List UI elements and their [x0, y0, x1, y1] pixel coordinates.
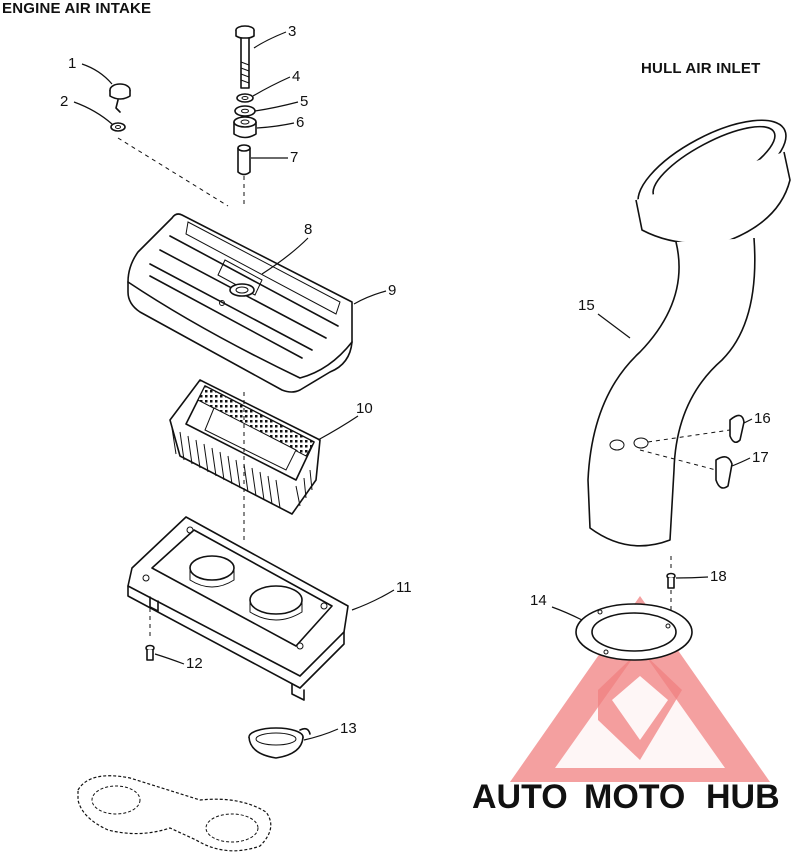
svg-text:8: 8 [304, 221, 312, 238]
part-screw-hull [666, 556, 676, 620]
callout-4: 4 [252, 68, 300, 97]
svg-text:2: 2 [60, 93, 68, 110]
watermark-text-moto: MOTO [584, 778, 685, 816]
svg-text:6: 6 [296, 114, 304, 131]
svg-text:10: 10 [356, 400, 373, 417]
hull-air-inlet-heading: HULL AIR INLET [641, 60, 761, 77]
part-air-box-cover [127, 213, 353, 393]
svg-text:9: 9 [388, 282, 396, 299]
part-clip-lower [715, 456, 733, 489]
svg-text:12: 12 [186, 655, 203, 672]
part-air-inlet-duct [587, 119, 791, 547]
svg-text:7: 7 [290, 149, 298, 166]
callout-8: 8 [261, 221, 312, 275]
part-bolt [235, 25, 255, 89]
part-gasket [77, 775, 272, 852]
callout-17: 17 [731, 449, 769, 467]
svg-text:3: 3 [288, 23, 296, 40]
part-lock-washer [236, 93, 254, 103]
part-cup [248, 727, 311, 759]
part-mounting-ring [575, 603, 693, 661]
callout-11: 11 [351, 579, 412, 611]
callout-13: 13 [303, 720, 357, 741]
callout-7: 7 [251, 149, 298, 166]
svg-text:15: 15 [578, 297, 595, 314]
callout-15: 15 [578, 297, 631, 339]
callout-18: 18 [675, 568, 727, 585]
part-flat-washer [234, 105, 256, 117]
callout-6: 6 [256, 114, 304, 131]
part-cap [109, 83, 131, 113]
svg-text:14: 14 [530, 592, 547, 609]
part-air-box-base [127, 516, 349, 701]
callout-5: 5 [254, 93, 308, 112]
part-washer [110, 122, 126, 132]
part-air-filter [169, 379, 321, 515]
watermark-logo [510, 596, 770, 782]
part-spacer [237, 144, 251, 176]
callout-1: 1 [68, 55, 113, 85]
part-screw [145, 644, 155, 661]
callout-10: 10 [317, 400, 373, 441]
svg-text:18: 18 [710, 568, 727, 585]
svg-text:16: 16 [754, 410, 771, 427]
callout-9: 9 [353, 282, 396, 305]
callout-3: 3 [253, 23, 296, 49]
watermark-text-hub: HUB [706, 778, 780, 816]
part-clip-upper [729, 414, 745, 444]
watermark-text-auto: AUTO [472, 778, 568, 816]
callout-12: 12 [154, 653, 203, 672]
svg-text:5: 5 [300, 93, 308, 110]
watermark-text: AUTO MOTO HUB [472, 778, 780, 816]
svg-text:11: 11 [396, 579, 412, 596]
part-grommet [233, 116, 257, 139]
callout-14: 14 [530, 592, 583, 621]
svg-text:4: 4 [292, 68, 300, 85]
svg-text:1: 1 [68, 55, 76, 72]
svg-text:17: 17 [752, 449, 769, 466]
engine-air-intake-heading: ENGINE AIR INTAKE [2, 0, 152, 17]
svg-text:13: 13 [340, 720, 357, 737]
callout-2: 2 [60, 93, 113, 125]
callout-16: 16 [743, 410, 771, 427]
